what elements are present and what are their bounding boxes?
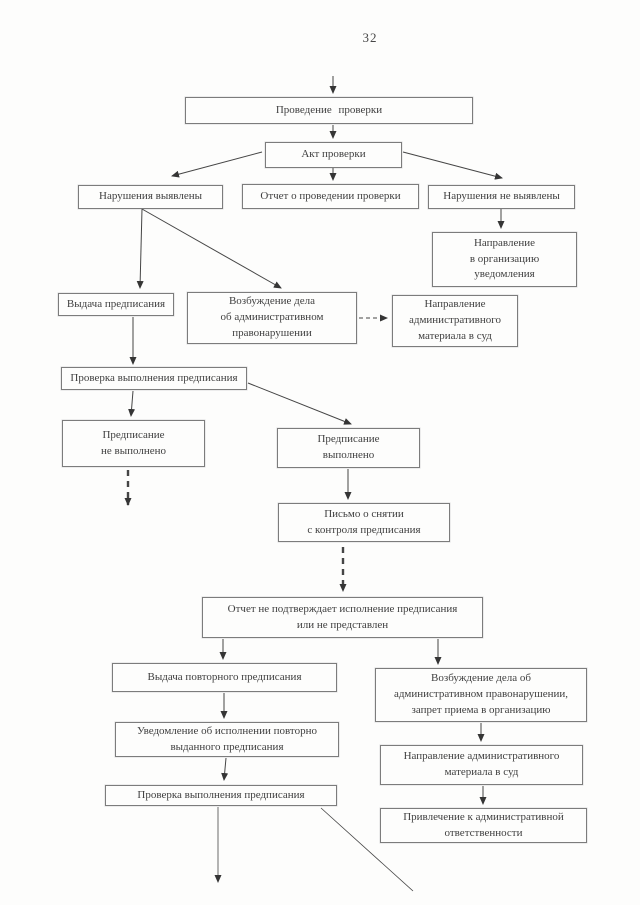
arrow-act-to-violations bbox=[171, 151, 263, 178]
node-control-removal-letter: Письмо о снятии с контроля предписания bbox=[278, 503, 450, 542]
node-repeat-order: Выдача повторного предписания bbox=[112, 663, 337, 692]
node-order-issued: Выдача предписания bbox=[58, 293, 174, 316]
arrow-act-to-no-violations bbox=[402, 151, 503, 180]
arrow-check-to-fulfilled bbox=[247, 382, 352, 425]
node-order-check: Проверка выполнения предписания bbox=[61, 367, 247, 390]
page-number: 32 bbox=[362, 30, 378, 45]
line-check2-diagonal bbox=[320, 807, 414, 892]
node-order-check-2: Проверка выполнения предписания bbox=[105, 785, 337, 806]
node-admin-case: Возбуждение дела об административном пра… bbox=[187, 292, 357, 344]
arrow-violations-to-case bbox=[141, 208, 282, 289]
node-inspection: Проведение проверки bbox=[185, 97, 473, 124]
arrow-check-to-not-fulfilled bbox=[128, 390, 136, 417]
node-admin-case-ban: Возбуждение дела об административном пра… bbox=[375, 668, 587, 722]
arrow-violations-to-order bbox=[136, 208, 144, 289]
node-repeat-order-notice: Уведомление об исполнении повторно выдан… bbox=[115, 722, 339, 757]
node-order-not-fulfilled: Предписание не выполнено bbox=[62, 420, 205, 467]
node-report-not-confirming: Отчет не подтверждает исполнение предпис… bbox=[202, 597, 483, 638]
node-violations-found: Нарушения выявлены bbox=[78, 185, 223, 209]
node-inspection-act: Акт проверки bbox=[265, 142, 402, 168]
node-no-violations: Нарушения не выявлены bbox=[428, 185, 575, 209]
arrow-notice-to-check2 bbox=[221, 757, 229, 781]
node-materials-to-court: Направление административного материала … bbox=[392, 295, 518, 347]
node-admin-liability: Привлечение к административной ответстве… bbox=[380, 808, 587, 843]
node-notice-to-org: Направление в организацию уведомления bbox=[432, 232, 577, 287]
node-materials-to-court-2: Направление административного материала … bbox=[380, 745, 583, 785]
node-order-fulfilled: Предписание выполнено bbox=[277, 428, 420, 468]
node-inspection-report: Отчет о проведении проверки bbox=[242, 184, 419, 209]
